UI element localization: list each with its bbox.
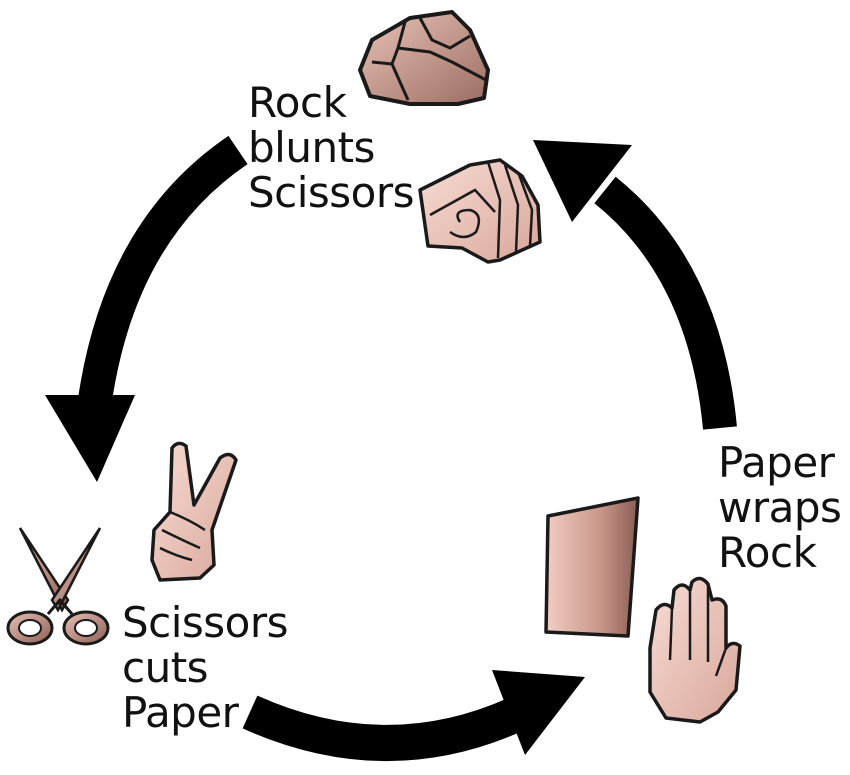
fist-hand-icon [418,158,542,264]
rock-label-line1: Rock [248,78,347,127]
arrow-rock-to-scissors [45,135,248,482]
paper-label-line1: Paper [718,438,835,487]
victory-hand-icon [150,441,238,582]
paper-label-line3: Rock [718,528,817,577]
paper-sheet-icon [544,496,640,638]
arrow-paper-to-rock [533,140,737,430]
scissors-cuts-paper-label: Scissors cuts Paper [122,598,289,737]
paper-wraps-rock-label: Paper wraps Rock [718,438,842,577]
scissors-icon [6,527,110,646]
scissors-label-line3: Paper [122,688,239,737]
open-hand-icon [648,576,742,724]
rock-label-line3: Scissors [248,168,415,217]
paper-label-line2: wraps [718,483,842,532]
arrow-scissors-to-paper [242,670,585,761]
rock-blunts-scissors-label: Rock blunts Scissors [248,78,415,217]
rock-label-line2: blunts [248,123,375,172]
scissors-label-line1: Scissors [122,598,289,647]
scissors-label-line2: cuts [122,643,209,692]
rock-icon [358,10,490,106]
